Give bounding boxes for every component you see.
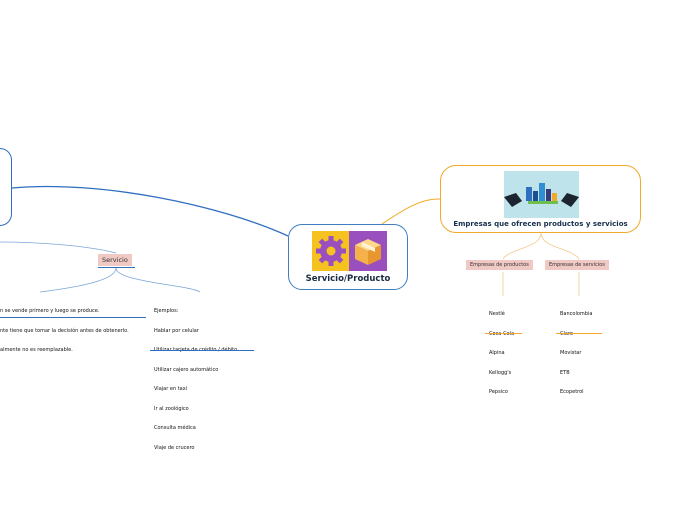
connector-central-left <box>11 185 289 237</box>
connector-central-companies <box>381 198 441 225</box>
list-item: almente no es reemplazable. <box>0 347 73 353</box>
services-list: Bancolombia Claro Movistar ETB Ecopetrol <box>560 298 592 409</box>
services-companies-tag[interactable]: Empresas de servicios <box>545 260 609 270</box>
servicio-examples: Ejemplos: Hablar por celular Utilizar ta… <box>154 295 237 464</box>
list-item: nte tiene que tomar la decisión antes de… <box>0 327 129 334</box>
list-item: ETB <box>560 369 570 376</box>
shopping-hands-icon <box>504 171 579 218</box>
examples-underline <box>150 350 254 351</box>
list-item: Utilizar cajero automático <box>154 366 219 373</box>
list-item: Movistar <box>560 350 582 356</box>
servicio-characteristics: n se vende primero y luego se produce. n… <box>0 295 129 367</box>
products-companies-tag[interactable]: Empresas de productos <box>466 260 533 270</box>
list-item: Nestlé <box>489 311 505 317</box>
examples-header: Ejemplos: <box>154 308 179 314</box>
list-item: n se vende primero y luego se produce. <box>0 308 100 314</box>
connector-servicio-examples <box>115 267 201 293</box>
left-topic-node[interactable] <box>0 148 12 226</box>
list-item: Ecopetrol <box>560 389 584 395</box>
list-item: Ir al zoológico <box>154 405 189 412</box>
package-box-icon <box>349 231 387 271</box>
list-item: Alpina <box>489 350 505 356</box>
gear-icon <box>312 231 350 271</box>
services-list-underline <box>556 333 602 334</box>
list-item: Viajar en taxi <box>154 386 188 392</box>
products-list: Nestlé Coca-Cola Alpina Kellogg's Pepsic… <box>489 298 514 409</box>
servicio-node-underline <box>98 267 135 268</box>
central-topic-title: Servicio/Producto <box>305 274 391 284</box>
list-item: Kellogg's <box>489 369 512 376</box>
connector-companies-services <box>540 232 580 260</box>
list-item: Pepsico <box>489 389 508 395</box>
list-item: Bancolombia <box>560 311 593 317</box>
connector-companies-products <box>502 232 542 260</box>
characteristics-underline <box>0 317 146 318</box>
servicio-node[interactable]: Servicio <box>98 254 132 266</box>
list-item: Hablar por celular <box>154 327 199 334</box>
list-item: Consulta médica <box>154 425 196 431</box>
connector-left-servicio <box>0 241 117 254</box>
companies-topic-title: Empresas que ofrecen productos y servici… <box>453 220 628 228</box>
products-list-underline <box>485 333 522 334</box>
central-topic-node[interactable]: Servicio/Producto <box>288 224 408 290</box>
list-item: Viaje de crucero <box>154 444 195 451</box>
companies-topic-node[interactable]: Empresas que ofrecen productos y servici… <box>440 165 641 233</box>
connector-servicio-characteristics <box>39 267 117 293</box>
